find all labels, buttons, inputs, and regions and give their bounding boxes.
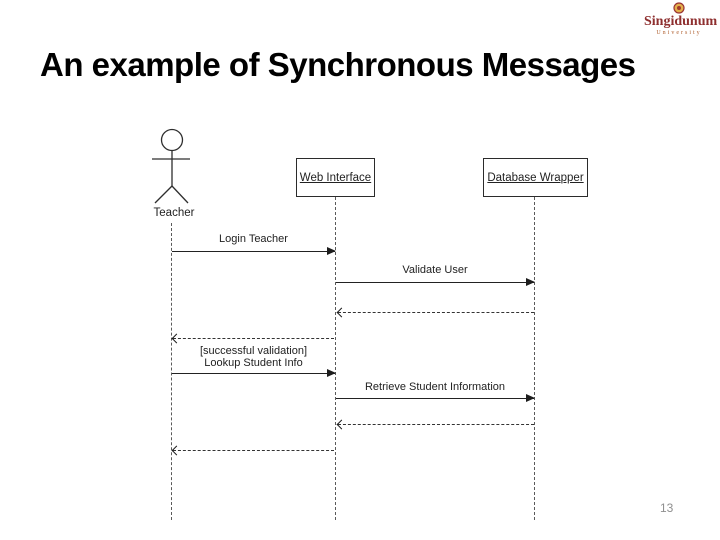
actor-stick-figure-icon — [152, 128, 190, 204]
university-logo: Singidunum University — [644, 2, 718, 36]
lifeline-web-interface — [335, 197, 336, 520]
message-return-validate — [336, 307, 534, 318]
message-guard-lookup-student: [successful validation] — [200, 345, 307, 357]
arrowhead-right-icon — [526, 278, 535, 287]
message-arrow-validate-user — [336, 278, 535, 287]
message-return-lookup — [171, 445, 334, 456]
arrowhead-right-icon — [526, 394, 535, 403]
arrowhead-left-icon — [336, 307, 347, 318]
slide-title: An example of Synchronous Messages — [40, 46, 636, 83]
logo-name: Singidunum — [644, 14, 718, 29]
message-arrow-lookup-student — [172, 369, 336, 378]
arrowhead-right-icon — [327, 369, 336, 378]
message-return-login — [171, 333, 334, 344]
message-arrow-retrieve-student — [336, 394, 535, 403]
object-box-web-interface: Web Interface — [296, 158, 375, 197]
message-return-retrieve — [336, 419, 534, 430]
lifeline-teacher — [171, 223, 172, 520]
arrowhead-left-icon — [336, 419, 347, 430]
page-number: 13 — [660, 501, 674, 515]
object-label-web-interface: Web Interface — [299, 171, 372, 184]
actor-label-teacher: Teacher — [153, 207, 195, 219]
lifeline-database-wrapper — [534, 197, 535, 520]
university-crest-icon — [673, 2, 685, 14]
arrowhead-left-icon — [171, 333, 182, 344]
message-label-validate-user: Validate User — [402, 264, 468, 276]
object-label-database-wrapper: Database Wrapper — [487, 171, 584, 184]
arrowhead-left-icon — [171, 445, 182, 456]
object-box-database-wrapper: Database Wrapper — [483, 158, 588, 197]
message-label-login-teacher: Login Teacher — [219, 233, 288, 245]
message-label-lookup-student: Lookup Student Info — [204, 357, 303, 369]
message-arrow-login-teacher — [172, 247, 336, 256]
arrowhead-right-icon — [327, 247, 336, 256]
message-label-retrieve-student: Retrieve Student Information — [364, 381, 506, 393]
logo-subtitle: University — [656, 30, 702, 36]
